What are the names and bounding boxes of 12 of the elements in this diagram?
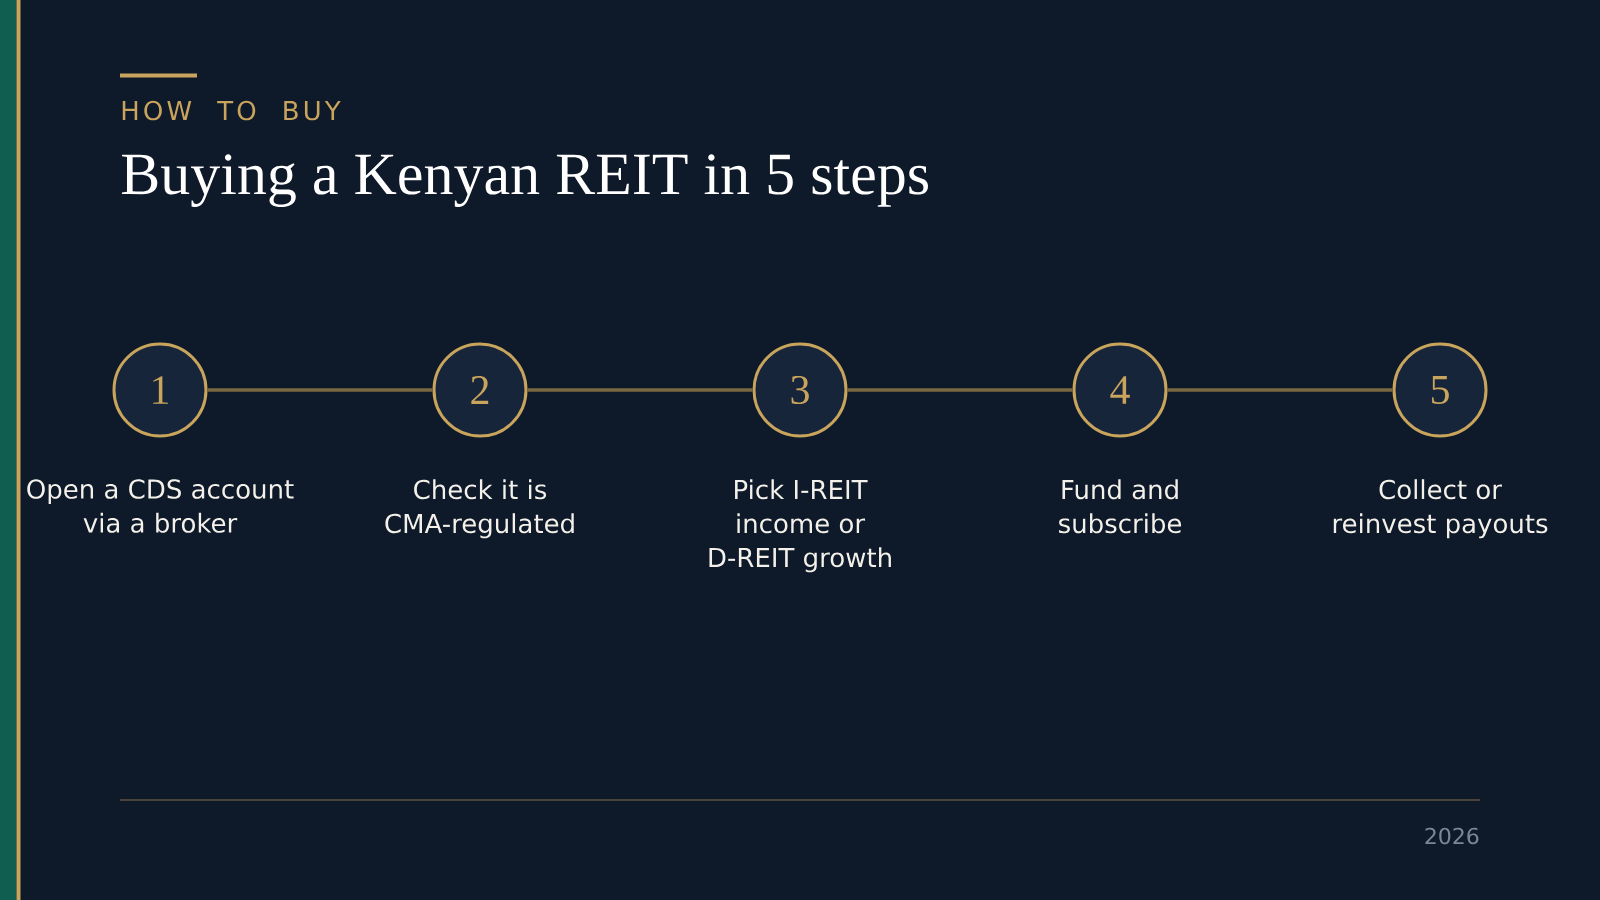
connector-line: [847, 388, 1073, 392]
step-caption: Open a CDS account via a broker: [27, 479, 294, 533]
step-caption: Check it is CMA-regulated: [385, 479, 574, 539]
connector-line: [527, 388, 753, 392]
step-caption: Pick I-REIT income or D-REIT growth: [709, 479, 891, 573]
section-label: HOW TO BUY: [122, 100, 341, 121]
year-label: 2026: [1425, 827, 1479, 845]
connector-line: [207, 388, 433, 392]
step-caption: Collect or reinvest payouts: [1333, 479, 1548, 539]
connector-line: [1167, 388, 1393, 392]
step-caption: Fund and subscribe: [1059, 479, 1182, 534]
title: Buying a Kenyan REIT in 5 steps: [121, 154, 928, 207]
